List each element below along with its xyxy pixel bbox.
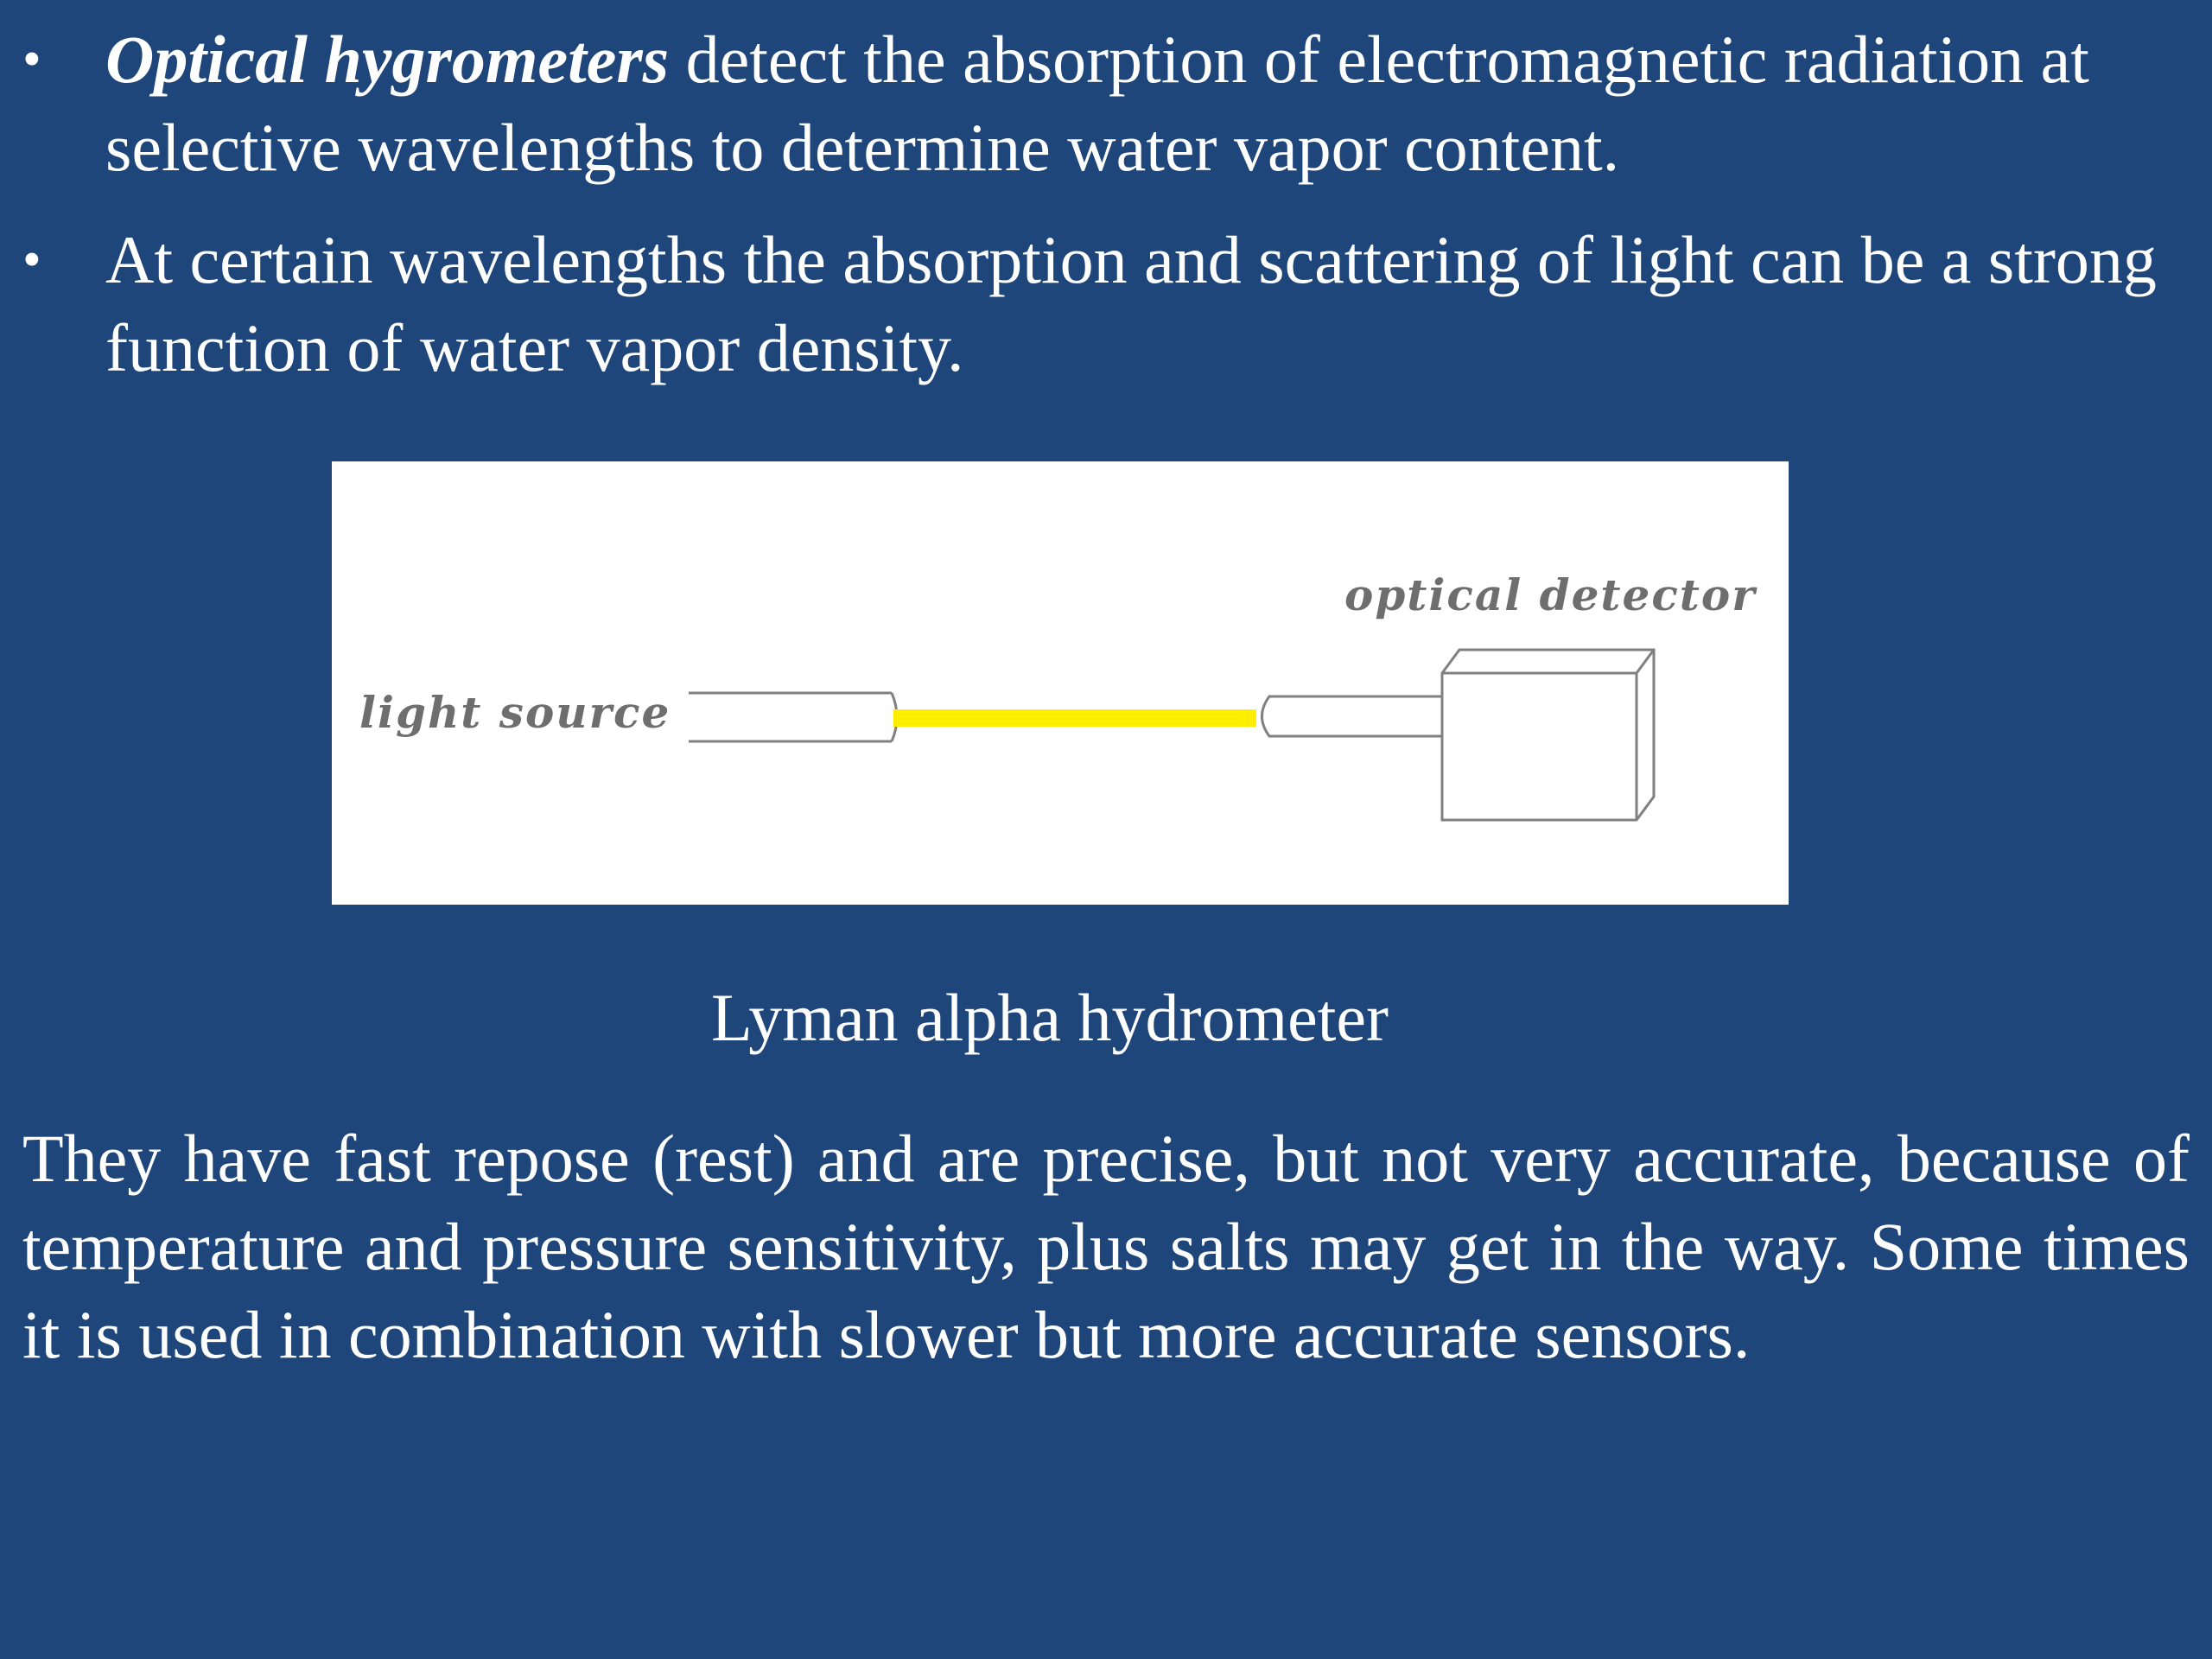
light-source-label: light source: [359, 687, 671, 738]
bullet-marker: •: [22, 30, 41, 89]
light-beam: [893, 709, 1256, 727]
hygrometer-diagram: light source optical detector: [332, 461, 1789, 905]
detector-box: [1440, 648, 1656, 822]
diagram-canvas: light source optical detector: [359, 569, 1758, 822]
bullet-item: • At certain wavelengths the absorption …: [0, 216, 2212, 392]
bullet-list: • Optical hygrometers detect the absorpt…: [0, 16, 2212, 416]
detector-probe: [1261, 695, 1444, 738]
bullet-item: • Optical hygrometers detect the absorpt…: [0, 16, 2212, 192]
body-paragraph: They have fast repose (rest) and are pre…: [22, 1121, 2190, 1372]
optical-detector-label: optical detector: [1344, 569, 1758, 620]
light-source-tube: [689, 691, 899, 743]
figure-caption: Lyman alpha hydrometer: [710, 980, 1389, 1055]
bullet-marker: •: [22, 231, 41, 289]
bullet-text: At certain wavelengths the absorption an…: [105, 222, 2157, 385]
bullet-text: detect the absorption of electromagnetic…: [105, 22, 2089, 185]
bullet-term: Optical hygrometers: [105, 22, 670, 97]
